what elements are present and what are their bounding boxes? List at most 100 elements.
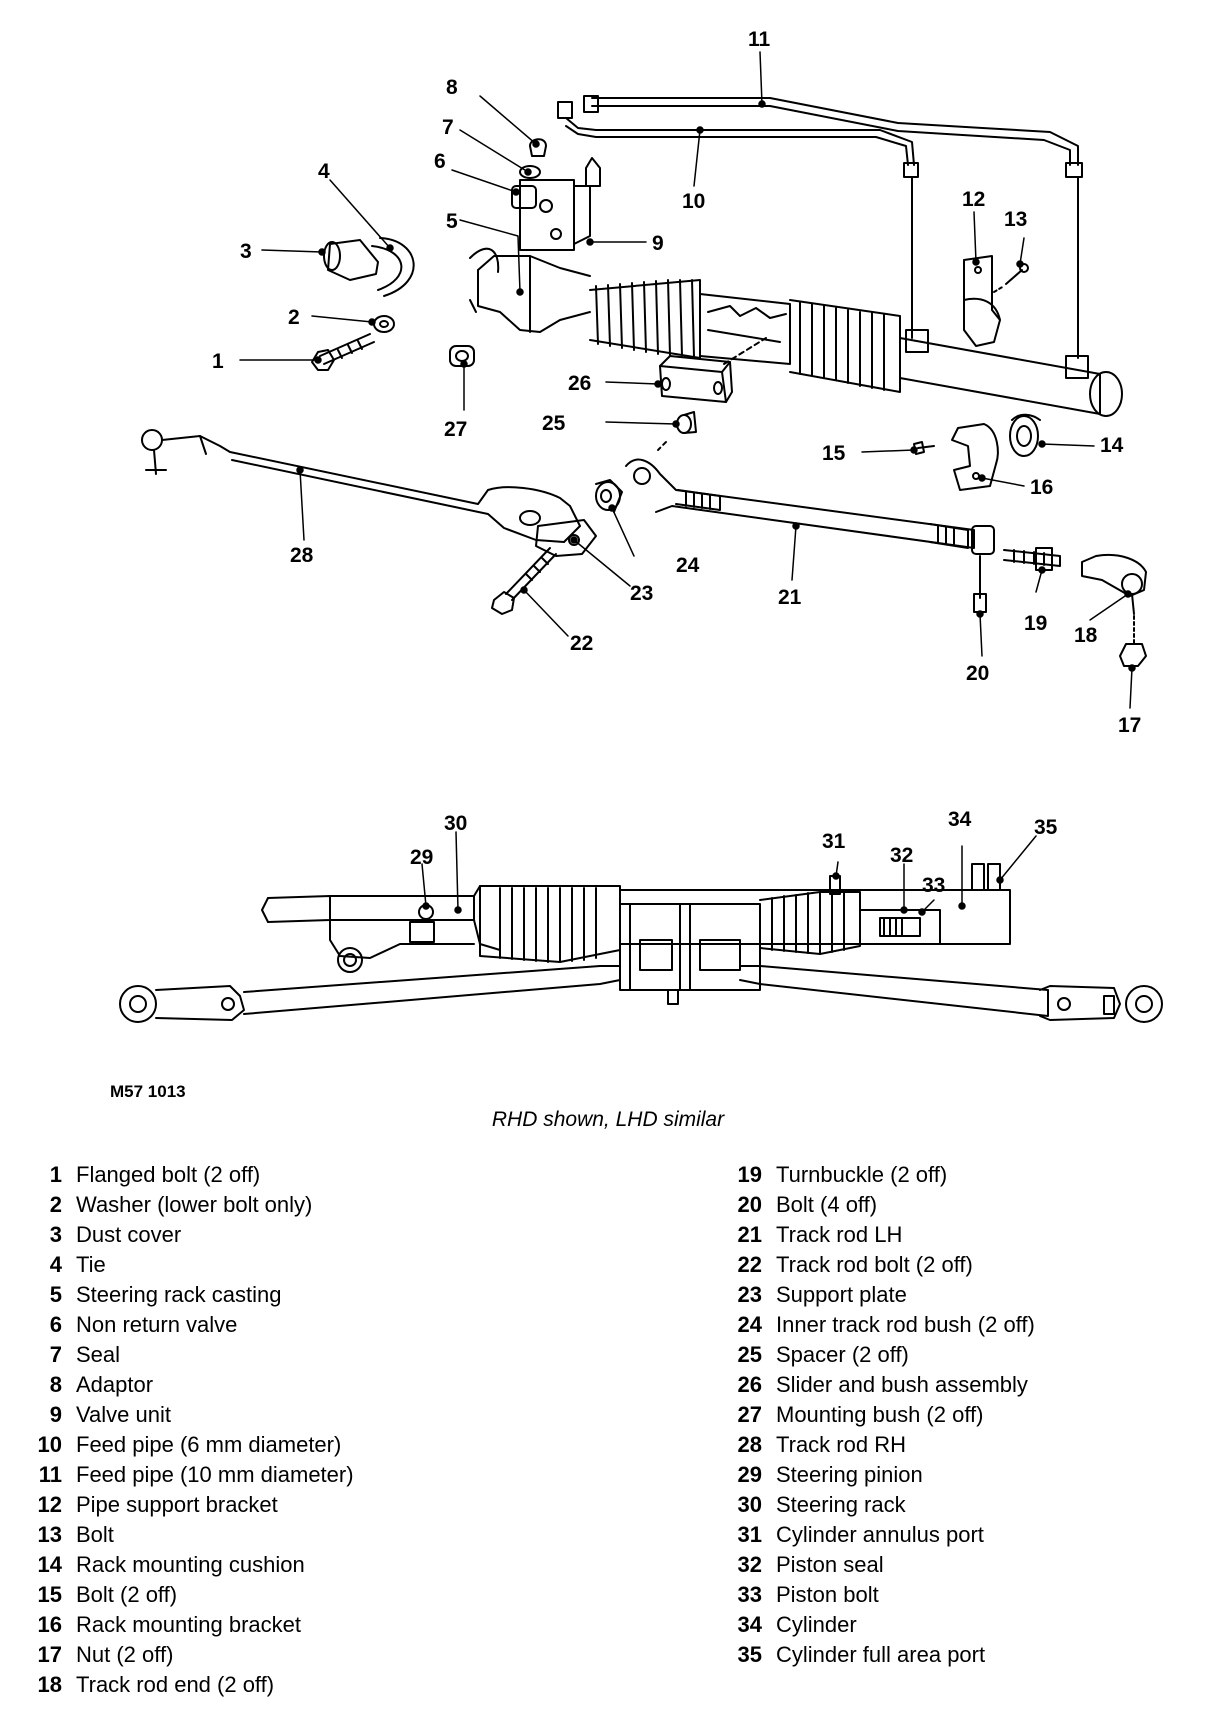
legend-label: Cylinder xyxy=(776,1612,857,1637)
legend-label: Valve unit xyxy=(76,1402,171,1427)
rack-mounting-cushion xyxy=(1009,413,1041,457)
washer xyxy=(373,315,395,333)
legend-label: Rack mounting bracket xyxy=(76,1612,301,1637)
legend-number: 18 xyxy=(37,1672,62,1697)
support-plate xyxy=(535,519,597,557)
callout-18: 18 xyxy=(1074,624,1098,647)
legend-item: 23 Support plate xyxy=(720,1280,1035,1310)
legend-label: Flanged bolt (2 off) xyxy=(76,1162,261,1187)
callout-20: 20 xyxy=(966,662,989,685)
callout-4: 4 xyxy=(318,160,330,183)
callout-17: 17 xyxy=(1118,714,1141,737)
feed-pipe-10mm xyxy=(583,95,1083,178)
legend-label: Mounting bush (2 off) xyxy=(776,1402,984,1427)
legend-label: Bolt xyxy=(76,1522,114,1547)
rack-gaiter-right xyxy=(789,299,901,393)
callout-25: 25 xyxy=(542,412,566,435)
legend-label: Feed pipe (10 mm diameter) xyxy=(76,1462,354,1487)
callout-23: 23 xyxy=(630,582,653,605)
callout-16: 16 xyxy=(1030,476,1053,499)
rack-gaiter-left xyxy=(589,279,701,359)
callout-11: 11 xyxy=(748,28,771,51)
rack-tube-window xyxy=(699,293,791,365)
legend-label: Piston bolt xyxy=(776,1582,879,1607)
legend-number: 10 xyxy=(37,1432,62,1457)
leader-lines-upper xyxy=(239,51,1136,709)
legend-number: 13 xyxy=(37,1522,62,1547)
adaptor xyxy=(529,138,547,157)
legend-number: 8 xyxy=(49,1372,62,1397)
callout-35: 35 xyxy=(1034,816,1058,839)
steering-rack-exploded-diagram: 1 2 3 4 5 6 7 8 9 10 11 12 13 14 15 16 1… xyxy=(119,28,1163,1023)
legend-label: Bolt (2 off) xyxy=(76,1582,178,1607)
legend-label: Non return valve xyxy=(76,1312,238,1337)
track-rod-rh xyxy=(141,429,581,543)
legend-label: Support plate xyxy=(776,1282,907,1307)
legend-item: 5 Steering rack casting xyxy=(20,1280,354,1310)
legend-number: 9 xyxy=(49,1402,62,1427)
legend-number: 24 xyxy=(737,1312,762,1337)
legend-number: 25 xyxy=(737,1342,762,1367)
legend-item: 24 Inner track rod bush (2 off) xyxy=(720,1310,1035,1340)
pipe-support-bracket xyxy=(963,255,1001,347)
track-rod-end xyxy=(1081,554,1147,615)
legend-label: Washer (lower bolt only) xyxy=(76,1192,313,1217)
assembled-track-rods xyxy=(119,965,1163,1023)
track-rod-lh xyxy=(625,458,975,549)
legend-number: 23 xyxy=(737,1282,762,1307)
callout-34: 34 xyxy=(948,808,972,831)
legend-label: Inner track rod bush (2 off) xyxy=(776,1312,1035,1337)
legend-number: 2 xyxy=(49,1192,62,1217)
callout-labels: 1 2 3 4 5 6 7 8 9 10 11 12 13 14 15 16 1… xyxy=(212,28,1141,897)
steering-rack-housing xyxy=(469,157,601,333)
inner-track-rod-bush xyxy=(595,479,623,513)
legend-number: 26 xyxy=(737,1372,762,1397)
legend-label: Cylinder full area port xyxy=(776,1642,986,1667)
legend-label: Pipe support bracket xyxy=(76,1492,278,1517)
legend-label: Piston seal xyxy=(776,1552,884,1577)
legend-label: Turnbuckle (2 off) xyxy=(776,1162,948,1187)
callout-30: 30 xyxy=(444,812,467,835)
legend-label: Track rod bolt (2 off) xyxy=(776,1252,973,1277)
legend-number: 3 xyxy=(49,1222,62,1247)
callout-1: 1 xyxy=(212,350,224,373)
callout-31: 31 xyxy=(822,830,846,853)
legend-label: Steering pinion xyxy=(776,1462,923,1487)
legend-number: 22 xyxy=(737,1252,762,1277)
legend-item: 13 Bolt xyxy=(20,1520,354,1550)
bracket-bolt-13 xyxy=(993,263,1029,293)
legend-label: Steering rack casting xyxy=(76,1282,282,1307)
legend-number: 5 xyxy=(49,1282,62,1307)
legend-number: 14 xyxy=(37,1552,62,1577)
tie-clip xyxy=(371,237,415,297)
callout-21: 21 xyxy=(778,586,802,609)
callout-27: 27 xyxy=(444,418,467,441)
callout-14: 14 xyxy=(1100,434,1124,457)
legend-number: 28 xyxy=(737,1432,762,1457)
legend-item: 22 Track rod bolt (2 off) xyxy=(720,1250,1035,1280)
callout-5: 5 xyxy=(446,210,458,233)
callout-7: 7 xyxy=(442,116,454,139)
